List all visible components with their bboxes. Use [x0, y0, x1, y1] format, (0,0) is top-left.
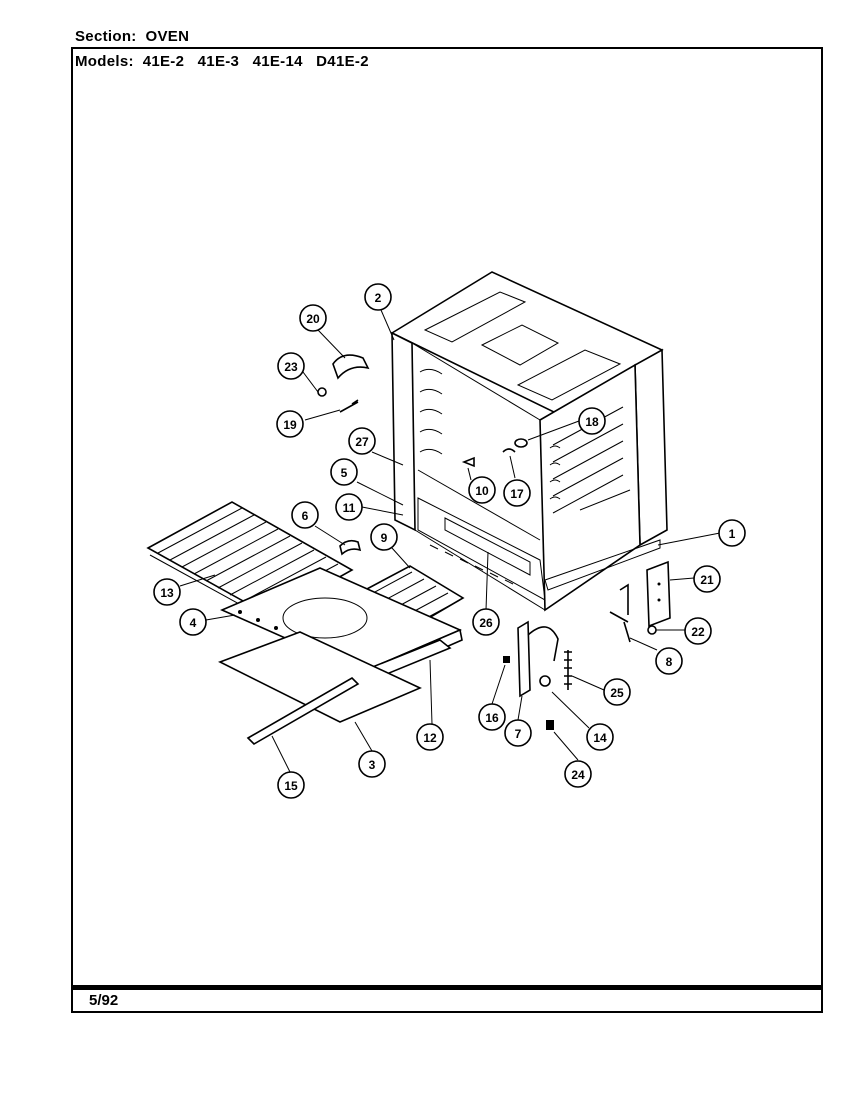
callout-14: 14	[586, 723, 614, 751]
callout-23: 23	[277, 352, 305, 380]
callout-11: 11	[335, 493, 363, 521]
callout-17: 17	[503, 479, 531, 507]
callout-27-label: 27	[355, 435, 369, 449]
callout-20-label: 20	[306, 312, 320, 326]
callout-4: 4	[179, 608, 207, 636]
callout-3-label: 3	[369, 758, 376, 772]
callout-13: 13	[153, 578, 181, 606]
drawer-rail	[246, 677, 360, 745]
callout-24-label: 24	[571, 768, 585, 782]
section-value: OVEN	[145, 28, 190, 45]
leader-lines	[179, 309, 721, 773]
callout-3: 3	[358, 750, 386, 778]
footer-bar: 5/92	[71, 987, 823, 1013]
callout-16-label: 16	[485, 711, 499, 725]
revision-date: 5/92	[89, 992, 119, 1009]
model-3: 41E-14	[252, 53, 303, 70]
section-heading: Section: OVEN	[75, 28, 189, 45]
oven-liner	[218, 631, 422, 723]
callout-9-label: 9	[381, 531, 388, 545]
callout-22-label: 22	[691, 625, 705, 639]
callout-24: 24	[564, 760, 592, 788]
callout-5-label: 5	[341, 466, 348, 480]
section-label: Section:	[75, 28, 137, 45]
callout-14-label: 14	[593, 731, 607, 745]
diagram-frame	[71, 47, 823, 987]
callout-6: 6	[291, 501, 319, 529]
callout-1: 1	[718, 519, 746, 547]
callout-20: 20	[299, 304, 327, 332]
callout-2-label: 2	[375, 291, 382, 305]
models-heading: Models: 41E-2 41E-3 41E-14 D41E-2	[75, 53, 369, 70]
callout-4-label: 4	[190, 616, 197, 630]
callout-23-label: 23	[284, 360, 298, 374]
bracket-assembly	[609, 560, 671, 643]
model-2: 41E-3	[197, 53, 240, 70]
callout-27: 27	[348, 427, 376, 455]
callout-16: 16	[478, 703, 506, 731]
model-1: 41E-2	[142, 53, 185, 70]
small-parts-upper	[317, 354, 528, 556]
callout-18: 18	[578, 407, 606, 435]
callout-19: 19	[276, 410, 304, 438]
model-4: D41E-2	[316, 53, 369, 70]
callout-26: 26	[472, 608, 500, 636]
callout-12: 12	[416, 723, 444, 751]
callout-1-label: 1	[729, 527, 736, 541]
callout-6-label: 6	[302, 509, 309, 523]
models-label: Models:	[75, 53, 134, 70]
callout-25-label: 25	[610, 686, 624, 700]
callout-8-label: 8	[666, 655, 673, 669]
callout-8: 8	[655, 647, 683, 675]
callout-7: 7	[504, 719, 532, 747]
callout-10-label: 10	[475, 484, 489, 498]
callout-18-label: 18	[585, 415, 599, 429]
callout-15: 15	[277, 771, 305, 799]
oven-cavity	[390, 271, 668, 612]
callout-7-label: 7	[515, 727, 522, 741]
callout-21: 21	[693, 565, 721, 593]
hinge-assembly	[503, 620, 572, 730]
callout-13-label: 13	[160, 586, 174, 600]
callout-25: 25	[603, 678, 631, 706]
callout-9: 9	[370, 523, 398, 551]
callout-17-label: 17	[510, 487, 524, 501]
callout-15-label: 15	[284, 779, 298, 793]
callout-26-label: 26	[479, 616, 493, 630]
callout-22: 22	[684, 617, 712, 645]
callout-21-label: 21	[700, 573, 714, 587]
callout-10: 10	[468, 476, 496, 504]
callout-11-label: 11	[343, 501, 356, 515]
callout-19-label: 19	[283, 418, 297, 432]
callout-5: 5	[330, 458, 358, 486]
callout-2: 2	[364, 283, 392, 311]
callout-12-label: 12	[423, 731, 437, 745]
